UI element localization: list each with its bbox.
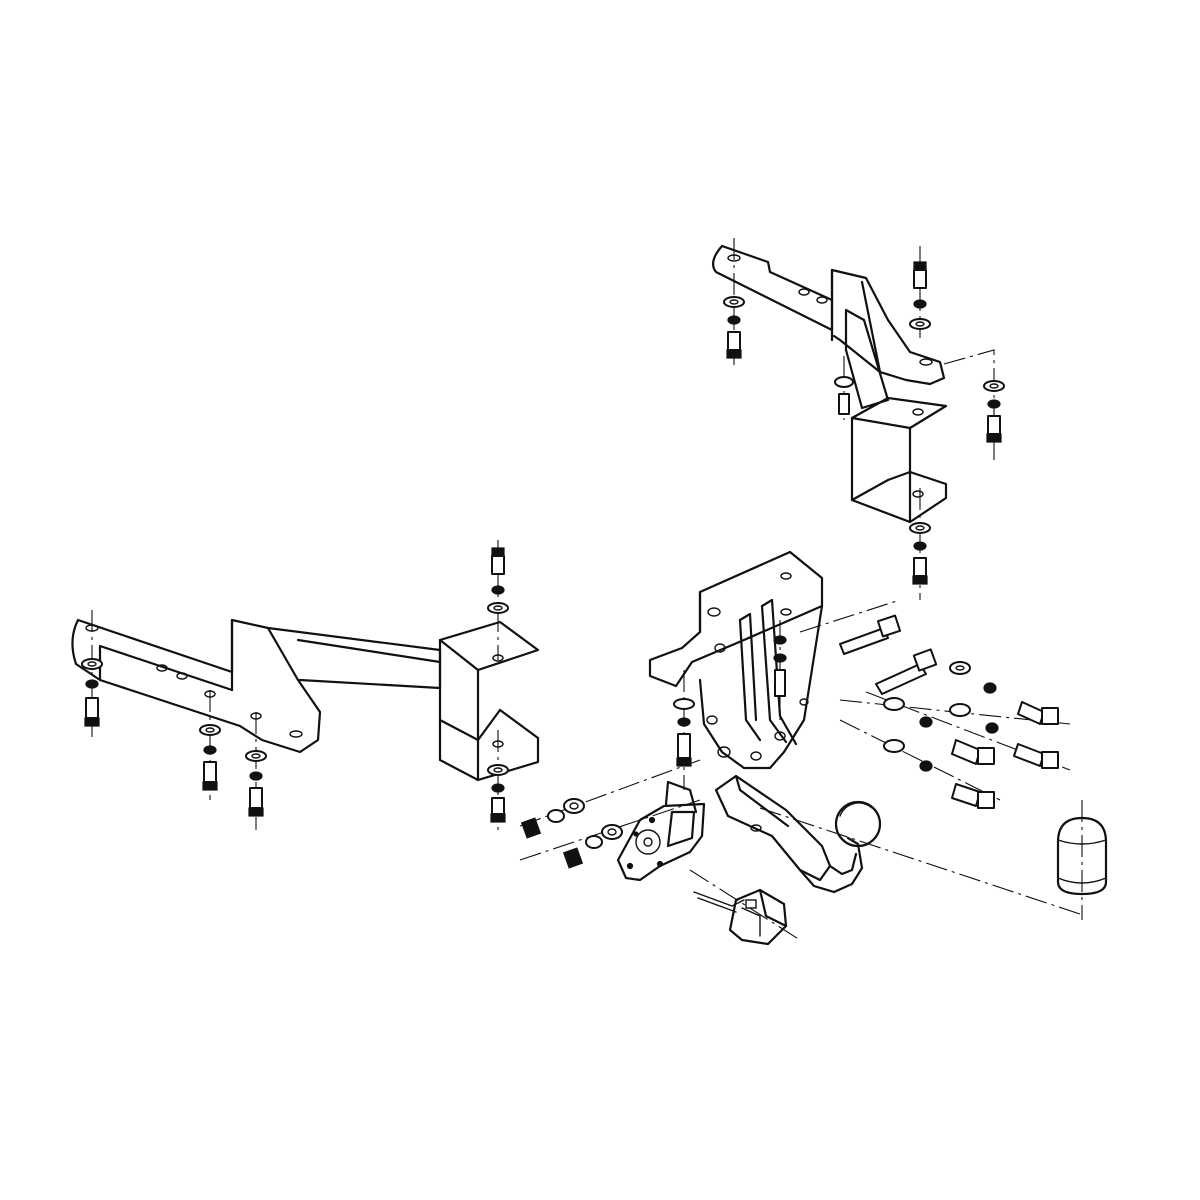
socket-plate (616, 780, 706, 882)
tow-ball-neck (714, 774, 1081, 915)
crossbar-mounting-plate (648, 550, 824, 770)
right-side-bracket (711, 244, 948, 524)
right-bracket-fasteners (723, 238, 1005, 600)
nut-washer-set (520, 798, 623, 869)
bolt-set (839, 614, 902, 655)
electrical-socket (689, 869, 801, 946)
left-bracket-fasteners (81, 540, 509, 830)
ball-cover-cap (1056, 800, 1108, 920)
left-side-bracket (71, 618, 540, 782)
crossbar-fasteners (519, 599, 1071, 869)
